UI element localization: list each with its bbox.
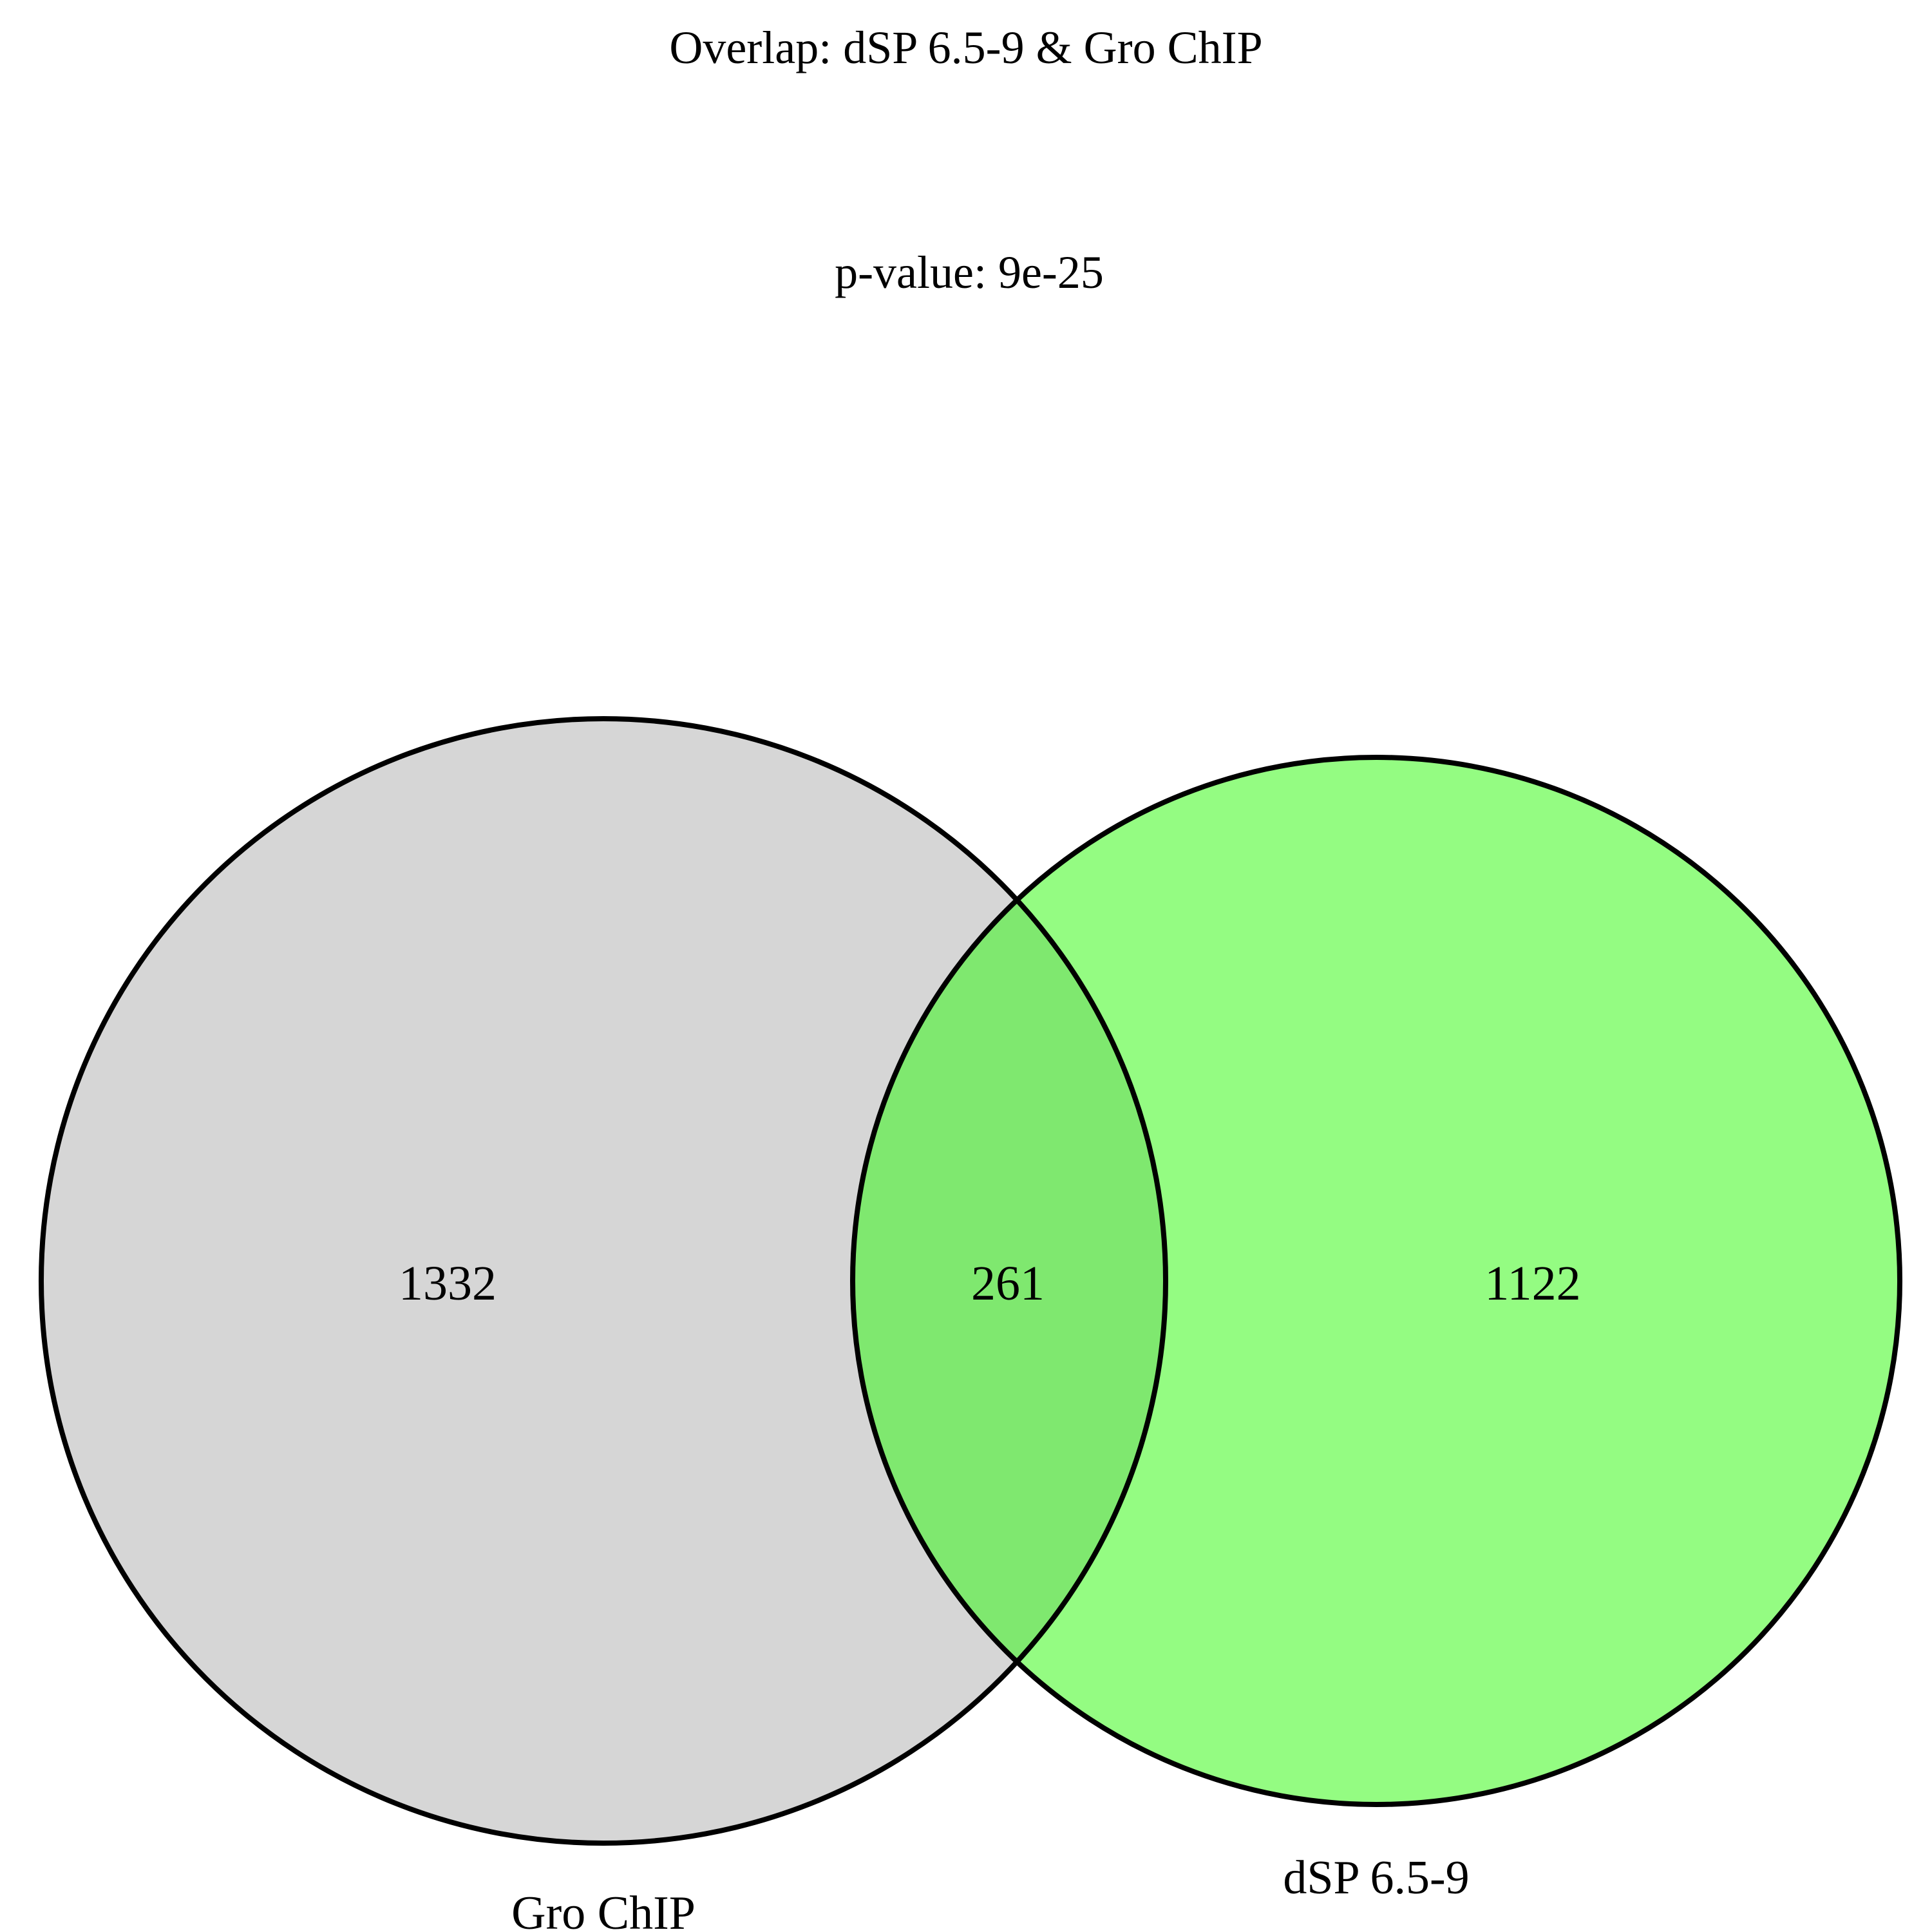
set-outline-gro-chip [39,716,1168,1846]
intersection-count: 261 [971,1256,1045,1311]
set-circle-dsp [853,757,1900,1804]
gro-chip-only-count: 1332 [399,1256,497,1311]
set-circle-gro-chip [41,719,1166,1843]
dsp-only-count: 1122 [1484,1256,1580,1311]
p-value-subtitle: p-value: 9e-25 [835,247,1104,298]
set-outline-dsp [850,755,1902,1807]
set-label-dsp: dSP 6.5-9 [1283,1852,1469,1904]
chart-title: Overlap: dSP 6.5-9 & Gro ChIP [669,22,1262,73]
set-label-gro-chip: Gro ChIP [511,1887,696,1932]
